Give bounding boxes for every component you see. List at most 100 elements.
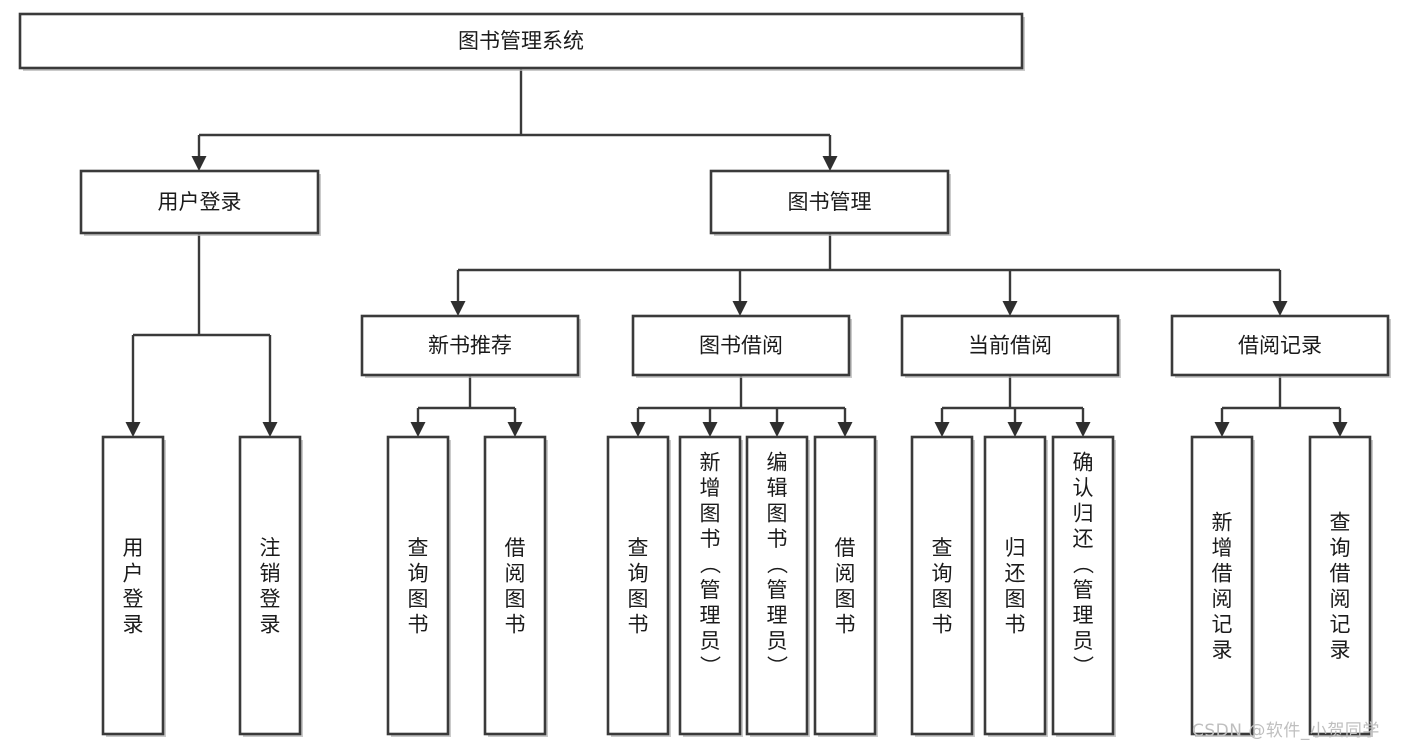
leaf-label-char: 图	[835, 587, 856, 611]
node-leaf-user-login[interactable]: 用户登录	[101, 435, 166, 737]
node-rect[interactable]	[631, 314, 851, 377]
node-rect[interactable]	[910, 435, 974, 736]
node-rect[interactable]	[606, 435, 670, 736]
leaf-label-char: 图	[408, 587, 429, 611]
leaf-label-char: 认	[1073, 476, 1094, 500]
arrow-head	[702, 422, 718, 437]
node-rect[interactable]	[101, 435, 165, 736]
node-rect[interactable]	[483, 435, 547, 736]
leaf-label-char: 用	[123, 536, 144, 560]
leaf-label-char: 书	[700, 527, 721, 551]
leaf-label-char: 书	[505, 612, 526, 636]
leaf-label-char: 管	[1073, 578, 1094, 602]
node-rect[interactable]	[386, 435, 450, 736]
node-rect[interactable]	[238, 435, 302, 736]
node-rect[interactable]	[18, 12, 1024, 70]
leaf-label-char: 理	[1073, 603, 1094, 627]
leaf-label-char: 查	[1330, 510, 1351, 534]
node-label: 图书借阅	[699, 334, 783, 358]
leaf-label-char: 录	[123, 612, 144, 636]
node-rect[interactable]	[983, 435, 1047, 736]
node-rect[interactable]	[1051, 435, 1115, 736]
leaf-label-char: 查	[628, 536, 649, 560]
arrow-head	[732, 301, 748, 316]
leaf-label-char: ）	[1071, 655, 1095, 676]
leaf-label-char: 借	[1212, 561, 1233, 585]
arrow-head	[1007, 422, 1023, 437]
arrow-head	[450, 301, 466, 316]
leaf-label-char: 图	[932, 587, 953, 611]
leaf-label-char: 图	[700, 501, 721, 525]
leaf-label-char: 书	[408, 612, 429, 636]
leaf-label-char: 登	[123, 587, 144, 611]
node-root[interactable]: 图书管理系统	[18, 12, 1025, 71]
arrow-head	[410, 422, 426, 437]
node-rect[interactable]	[1170, 314, 1390, 377]
leaf-label-char: 记	[1212, 612, 1233, 636]
leaf-label-char: 借	[505, 536, 526, 560]
node-rect[interactable]	[709, 169, 950, 235]
arrow-head	[769, 422, 785, 437]
leaf-label-char: 询	[1330, 536, 1351, 560]
leaf-label-char: 管	[700, 578, 721, 602]
node-rect[interactable]	[745, 435, 809, 736]
leaf-label-char: 还	[1073, 527, 1094, 551]
arrow-head	[262, 422, 278, 437]
node-label: 借阅记录	[1238, 334, 1322, 358]
leaf-label-char: 图	[628, 587, 649, 611]
nodes-layer: 图书管理系统用户登录图书管理新书推荐图书借阅当前借阅借阅记录用户登录注销登录查询…	[18, 12, 1391, 737]
arrow-head	[1075, 422, 1091, 437]
node-rect[interactable]	[360, 314, 580, 377]
leaf-label-char: 查	[408, 536, 429, 560]
arrow-head	[837, 422, 853, 437]
leaf-label-char: 书	[932, 612, 953, 636]
connectors-layer	[125, 68, 1348, 437]
leaf-label-char: 还	[1005, 561, 1026, 585]
leaf-label-char: 注	[260, 536, 281, 560]
leaf-label-char: （	[765, 553, 789, 574]
leaf-label-char: 询	[932, 561, 953, 585]
node-book-borrow[interactable]: 图书借阅	[631, 314, 852, 378]
arrow-head	[1002, 301, 1018, 316]
leaf-label-char: 管	[767, 578, 788, 602]
node-rect[interactable]	[79, 169, 320, 235]
leaf-label-char: 辑	[767, 476, 788, 500]
leaf-label-char: 询	[628, 561, 649, 585]
leaf-label-char: 借	[835, 536, 856, 560]
node-rect[interactable]	[678, 435, 742, 736]
node-rect[interactable]	[1308, 435, 1372, 736]
leaf-label-char: 查	[932, 536, 953, 560]
node-user-login[interactable]: 用户登录	[79, 169, 321, 236]
leaf-label-char: 归	[1005, 536, 1026, 560]
node-book-manage[interactable]: 图书管理	[709, 169, 951, 236]
leaf-label-char: 图	[767, 501, 788, 525]
node-new-book-recommend[interactable]: 新书推荐	[360, 314, 581, 378]
arrow-head	[191, 156, 207, 171]
node-rect[interactable]	[1190, 435, 1254, 736]
leaf-label-char: 新	[700, 450, 721, 474]
node-current-borrow[interactable]: 当前借阅	[900, 314, 1121, 378]
leaf-label-char: 登	[260, 587, 281, 611]
node-label: 用户登录	[158, 190, 242, 214]
node-rect[interactable]	[813, 435, 877, 736]
node-rect[interactable]	[900, 314, 1120, 377]
leaf-label-char: 理	[767, 603, 788, 627]
node-borrow-record[interactable]: 借阅记录	[1170, 314, 1391, 378]
leaf-label-char: 询	[408, 561, 429, 585]
leaf-label-char: （	[1071, 553, 1095, 574]
leaf-label-char: 确	[1073, 450, 1094, 474]
arrow-head	[1214, 422, 1230, 437]
